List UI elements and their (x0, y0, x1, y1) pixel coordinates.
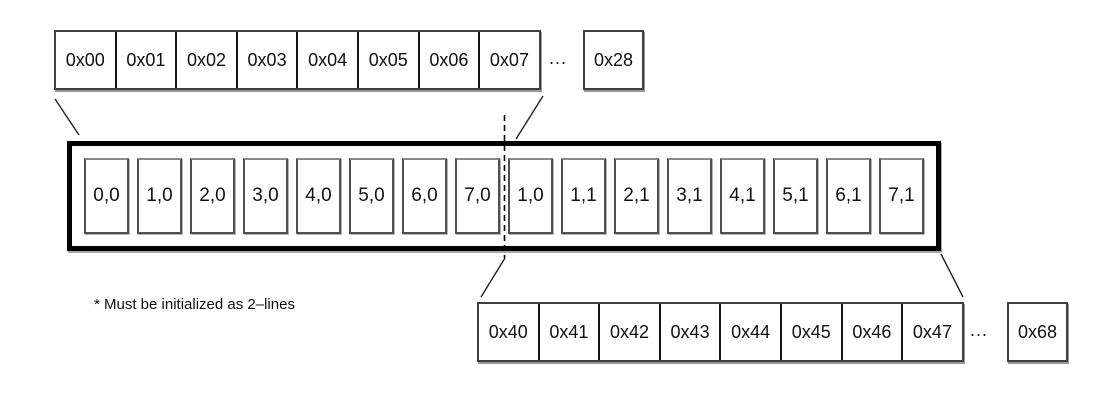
address-cell: 0x41 (539, 304, 601, 360)
position-cell: 3,0 (243, 158, 288, 234)
address-cell: 0x44 (721, 304, 782, 360)
connector-line-bottom-right (940, 253, 964, 298)
address-cell: 0x06 (419, 32, 481, 88)
address-cell: 0x43 (660, 304, 722, 360)
address-cell-end-line1: 0x28 (583, 30, 644, 90)
address-cell: 0x00 (56, 32, 117, 88)
position-cell: 7,1 (879, 158, 924, 234)
position-cell: 4,0 (296, 158, 341, 234)
line1-address-row: 0x00 0x01 0x02 0x03 0x04 0x05 0x06 0x07 (54, 30, 541, 90)
position-cell: 1,0 (137, 158, 182, 234)
position-cell: 5,1 (773, 158, 818, 234)
display-ddram-box: 0,0 1,0 2,0 3,0 4,0 5,0 6,0 7,0 1,0 1,1 … (67, 141, 941, 251)
address-cell: 0x42 (600, 304, 661, 360)
position-cell: 4,1 (720, 158, 765, 234)
footnote: * Must be initialized as 2–lines (94, 296, 295, 313)
position-cell: 0,0 (84, 158, 129, 234)
address-cell: 0x47 (903, 304, 962, 360)
position-cell: 6,1 (826, 158, 871, 234)
position-cell: 2,0 (190, 158, 235, 234)
connector-line-top-right (515, 95, 544, 140)
address-cell: 0x40 (479, 304, 540, 360)
address-cell-end-line2: 0x68 (1007, 302, 1068, 362)
connector-line-bottom-left (480, 257, 506, 298)
line2-address-row: 0x40 0x41 0x42 0x43 0x44 0x45 0x46 0x47 (477, 302, 964, 362)
position-cell: 5,0 (349, 158, 394, 234)
address-cell: 0x02 (177, 32, 238, 88)
position-cell: 1,0 (508, 158, 553, 234)
address-cell: 0x05 (358, 32, 420, 88)
address-cell: 0x45 (781, 304, 843, 360)
position-cell: 2,1 (614, 158, 659, 234)
address-cell: 0x01 (116, 32, 178, 88)
ellipsis-bottom: ... (970, 320, 989, 340)
ellipsis-top: ... (549, 48, 568, 68)
connector-line-top-left (54, 98, 80, 136)
position-cell: 3,1 (667, 158, 712, 234)
address-cell: 0x04 (298, 32, 359, 88)
position-cell: 1,1 (561, 158, 606, 234)
address-cell: 0x07 (480, 32, 539, 88)
address-cell: 0x46 (842, 304, 904, 360)
position-cell: 6,0 (402, 158, 447, 234)
address-cell: 0x03 (237, 32, 299, 88)
position-cell: 7,0 (455, 158, 500, 234)
